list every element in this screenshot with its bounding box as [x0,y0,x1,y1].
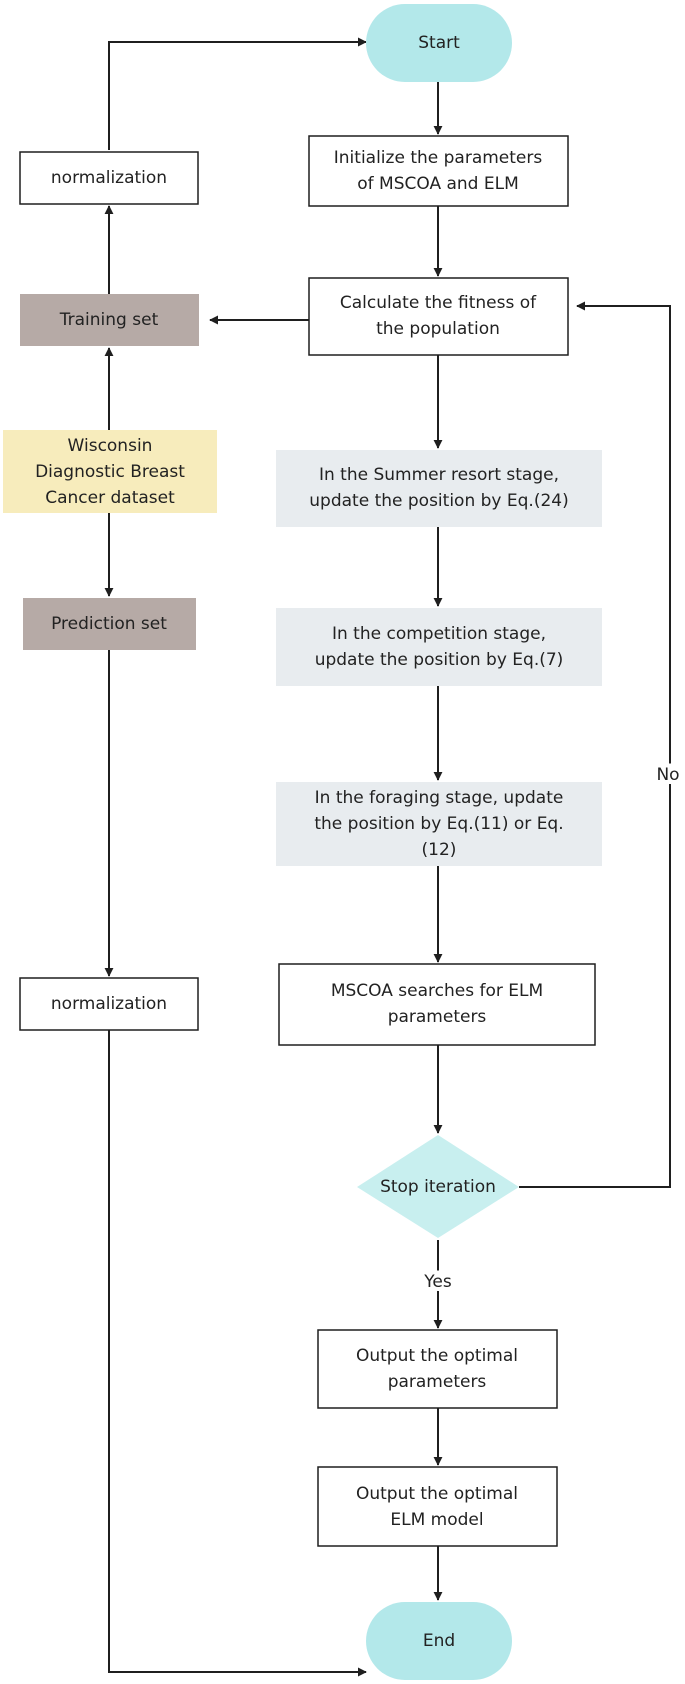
stop-shape [357,1135,519,1238]
output-parameters-box: Output the optimal parameters [317,1329,558,1409]
fitness-shape [308,277,569,356]
fitness-box: Calculate the fitness of the population [308,277,569,356]
competition-box: In the competition stage, update the posi… [276,608,602,686]
label-line: Wisconsin [68,436,153,456]
normalization-top-shape [19,151,199,205]
edge-label-no: No [656,765,679,785]
initialize-box: Initialize the parameters of MSCOA and EL… [308,135,569,207]
label-line: Initialize the parameters [334,148,543,168]
training-set-shape [20,294,199,346]
label-line: MSCOA searches for ELM [331,981,543,1001]
foraging-label: In the foraging stage, update the positio… [314,788,563,860]
label-line: Output the optimal [356,1484,518,1504]
prediction-set-shape [23,598,196,650]
edge-normbottom-end [108,1030,367,1677]
output-model-shape [317,1466,558,1547]
label-line: update the position by Eq.(24) [309,491,568,511]
label-line: the position by Eq.(11) or Eq. [314,814,563,834]
label-line: Prediction set [51,614,167,634]
search-shape [278,963,596,1046]
dataset-shape [3,430,217,513]
label-line: Cancer dataset [45,488,175,508]
label-line: Training set [59,310,159,330]
label-line: In the competition stage, [332,624,546,644]
start-terminal: Start [366,4,512,82]
start-shape [366,4,512,82]
label-line: parameters [388,1372,487,1392]
stop-decision: Stop iteration [357,1135,519,1238]
normalization-bottom-label: normalization [51,994,167,1014]
label-line: Stop iteration [380,1177,496,1197]
normalization-bottom-box: normalization [19,977,199,1031]
label-line: Diagnostic Breast [35,462,185,482]
competition-label: In the competition stage, update the posi… [315,624,564,670]
fitness-label: Calculate the fitness of the population [340,293,537,339]
stop-label: Stop iteration [380,1177,496,1197]
label-line: normalization [51,168,167,188]
search-box: MSCOA searches for ELM parameters [278,963,596,1046]
foraging-shape [276,782,602,866]
label-line: normalization [51,994,167,1014]
end-terminal: End [366,1602,512,1680]
prediction-set-label: Prediction set [51,614,167,634]
label-line: In the Summer resort stage, [319,465,559,485]
edge-normtop-start [108,37,367,150]
label-line: parameters [388,1007,487,1027]
label-line: of MSCOA and ELM [357,174,519,194]
summer-resort-shape [276,450,602,527]
label-line: (12) [422,840,457,860]
edge-label-yes: Yes [423,1272,452,1292]
foraging-box: In the foraging stage, update the positio… [276,782,602,866]
normalization-bottom-shape [19,977,199,1031]
output-parameters-shape [317,1329,558,1409]
edges [104,37,671,1677]
normalization-top-label: normalization [51,168,167,188]
competition-shape [276,608,602,686]
label-line: End [423,1631,455,1651]
summer-resort-label: In the Summer resort stage, update the po… [309,465,568,511]
label-line: the population [376,319,500,339]
initialize-label: Initialize the parameters of MSCOA and EL… [334,148,543,194]
label-line: Start [418,33,460,53]
label-line: ELM model [390,1510,483,1530]
normalization-top-box: normalization [19,151,199,205]
search-label: MSCOA searches for ELM parameters [331,981,543,1027]
label-line: In the foraging stage, update [315,788,564,808]
edge-stop-no-loop [519,301,671,1188]
label-line: update the position by Eq.(7) [315,650,564,670]
prediction-set-box: Prediction set [23,598,196,650]
initialize-shape [308,135,569,207]
output-parameters-label: Output the optimal parameters [356,1346,518,1392]
summer-resort-box: In the Summer resort stage, update the po… [276,450,602,527]
label-line: Output the optimal [356,1346,518,1366]
start-label: Start [418,33,460,53]
end-shape [366,1602,512,1680]
end-label: End [423,1631,455,1651]
training-set-box: Training set [20,294,199,346]
label-line: Calculate the fitness of [340,293,537,313]
training-set-label: Training set [59,310,159,330]
